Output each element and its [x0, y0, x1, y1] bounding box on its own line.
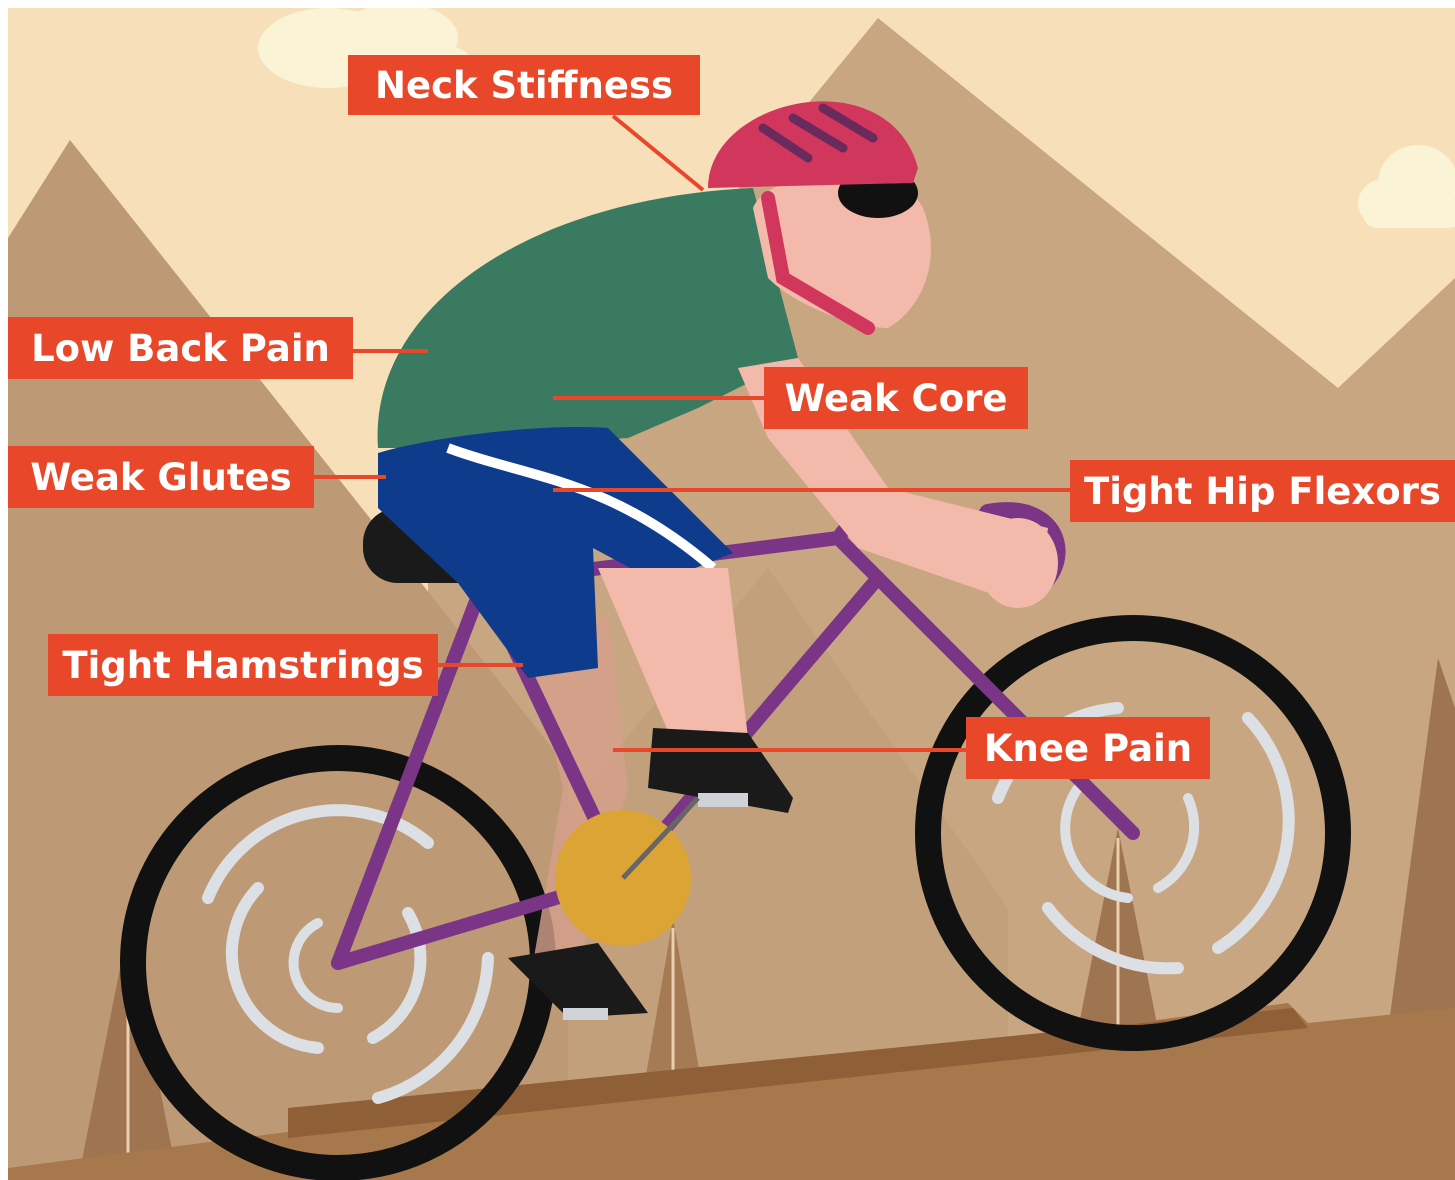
label-tight-hip-flexors: Tight Hip Flexors — [1070, 460, 1455, 522]
label-weak-glutes: Weak Glutes — [8, 446, 314, 508]
cycling-pain-diagram: Neck Stiffness Low Back Pain Weak Core W… — [8, 8, 1455, 1180]
label-knee-pain: Knee Pain — [966, 717, 1210, 779]
label-weak-core: Weak Core — [764, 367, 1028, 429]
label-low-back-pain: Low Back Pain — [8, 317, 353, 379]
illustration — [8, 8, 1455, 1180]
label-tight-hamstrings: Tight Hamstrings — [48, 634, 438, 696]
label-neck-stiffness: Neck Stiffness — [348, 55, 700, 115]
